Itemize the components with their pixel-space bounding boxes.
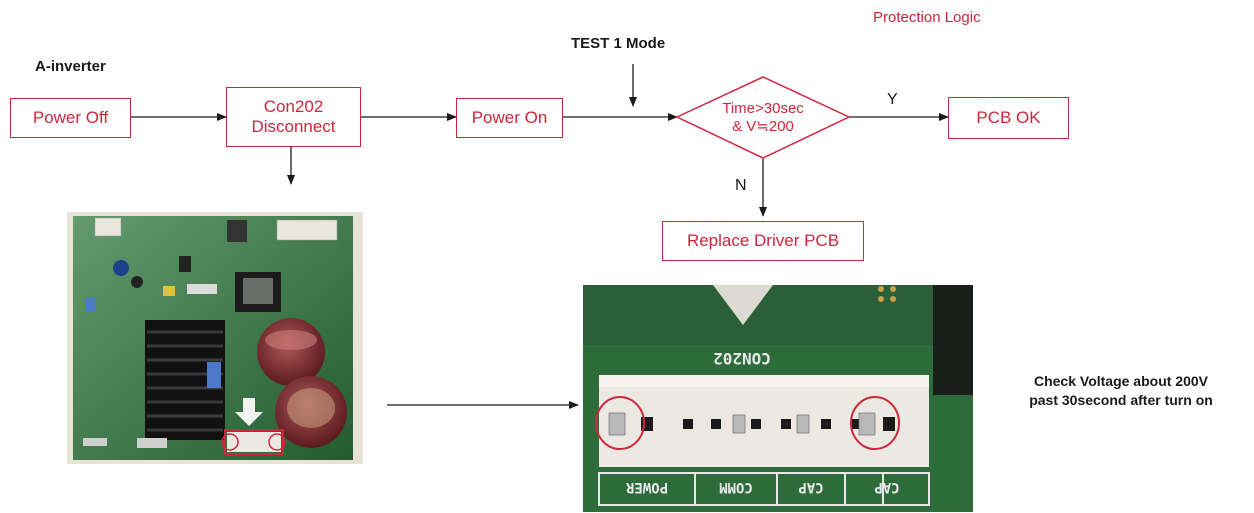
voltage-note: Check Voltage about 200V past 30second a… bbox=[990, 372, 1252, 410]
connector-photo: CON202 POWER COMM CAP CAP bbox=[583, 285, 973, 512]
decision-line2: & V≒200 bbox=[732, 118, 794, 136]
con202-disconnect-box: Con202 Disconnect bbox=[226, 87, 361, 147]
con202-silkscreen: CON202 bbox=[687, 349, 797, 368]
pin-label-cap-1: CAP bbox=[777, 479, 845, 495]
no-label: N bbox=[735, 177, 747, 195]
pcb-ok-label: PCB OK bbox=[976, 108, 1040, 128]
power-on-label: Power On bbox=[472, 108, 548, 128]
replace-driver-box: Replace Driver PCB bbox=[662, 221, 864, 261]
pin-label-cap-2: CAP bbox=[845, 479, 929, 495]
voltage-note-line1: Check Voltage about 200V bbox=[990, 372, 1252, 391]
power-off-label: Power Off bbox=[33, 108, 108, 128]
voltage-note-line2: past 30second after turn on bbox=[990, 391, 1252, 410]
pin-label-power: POWER bbox=[599, 479, 695, 495]
con202-line1: Con202 bbox=[264, 97, 324, 117]
decision-text: Time>30sec & V≒200 bbox=[677, 77, 849, 158]
pcb-ok-box: PCB OK bbox=[948, 97, 1069, 139]
pcb-photo bbox=[67, 212, 363, 464]
decision-line1: Time>30sec bbox=[722, 100, 804, 118]
replace-driver-label: Replace Driver PCB bbox=[687, 231, 839, 251]
yes-label: Y bbox=[887, 91, 898, 109]
pin-label-comm: COMM bbox=[695, 479, 777, 495]
power-off-box: Power Off bbox=[10, 98, 131, 138]
con202-line2: Disconnect bbox=[251, 117, 335, 137]
power-on-box: Power On bbox=[456, 98, 563, 138]
